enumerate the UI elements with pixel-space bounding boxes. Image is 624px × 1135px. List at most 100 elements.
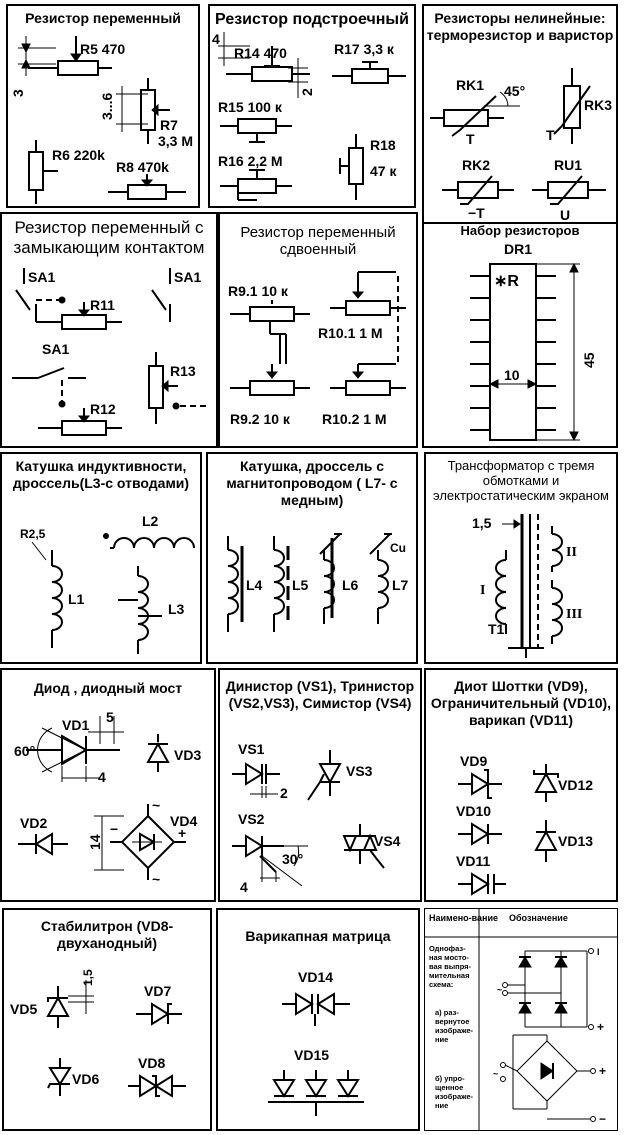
inductor-core-diagram: L4 L5 L6 Cu L7	[227, 533, 409, 632]
label-r17: R17 3,3 к	[334, 41, 395, 57]
label-vd3: VD3	[174, 747, 201, 763]
sign-plus: +	[178, 825, 186, 841]
panel-diode-bridge: Диод , диодный мост 60° VD1 5 4 VD3 VD2	[0, 668, 216, 902]
label-r14: R14 470	[234, 45, 287, 61]
label-r102: R10.2 1 М	[322, 411, 387, 427]
label-vd11: VD11	[456, 853, 490, 869]
dim-4: 4	[98, 769, 106, 785]
panel-schottky: Диот Шоттки (VD9), Ограничительный (VD10…	[424, 668, 618, 902]
mark-plus-2: +	[599, 1064, 606, 1078]
panel-title: Катушка, дроссель с магнитопроводом ( L7…	[226, 458, 398, 508]
pins-right	[536, 275, 556, 431]
panel-title: Резистор переменный с замыкающим контакт…	[2, 218, 216, 258]
label-r11: R11	[90, 297, 115, 313]
label-iii: III	[566, 607, 582, 622]
panel-transformer: Трансформатор с тремя обмотками и электр…	[424, 452, 618, 664]
label-r12: R12	[90, 401, 116, 417]
panel-title: Резисторы нелинейные: терморезистор и ва…	[426, 10, 614, 43]
dim-1-5: 1,5	[81, 969, 95, 986]
panel-title: Набор резисторов	[460, 223, 580, 238]
panel-title: Варикапная матрица	[245, 928, 391, 944]
dim-14: 14	[87, 834, 103, 850]
panel-inductor-core: Катушка, дроссель с магнитопроводом ( L7…	[206, 452, 418, 664]
label-vd14: VD14	[298, 969, 333, 985]
label-rk2: RK2	[462, 157, 490, 173]
svg-text:вая выпря-: вая выпря-	[429, 962, 472, 971]
dim-3: 3	[10, 89, 26, 97]
label-l3: L3	[168, 601, 185, 617]
trimmer-resistor-diagram: 4 2 R14 470 R17 3,3 к R15 100 к R16 2,2	[212, 31, 406, 201]
zener-diagram: VD5 1,5 VD7 VD6 VD8	[10, 969, 186, 1098]
panel-title: Резистор переменный сдвоенный	[240, 224, 396, 258]
label-r15: R15 100 к	[218, 99, 283, 115]
svg-text:схема:: схема:	[429, 980, 453, 989]
label-r18-value: 47 к	[370, 163, 397, 179]
varicap-matrix-diagram: VD14 VD15	[268, 969, 364, 1116]
panel-thyristors: Динистор (VS1), Тринистор (VS2,VS3), Сим…	[218, 668, 422, 902]
svg-text:ние: ние	[435, 1101, 448, 1110]
label-l6: L6	[342, 577, 359, 593]
label-vd5: VD5	[10, 1001, 37, 1017]
tilde-bottom: ~	[152, 871, 160, 887]
panel-dual-variable-resistor: Резистор переменный сдвоенный R9.1 10 к …	[218, 212, 418, 448]
mark-minus: −	[599, 1112, 606, 1126]
label-r25: R2,5	[20, 527, 46, 541]
inductor-diagram: R2,5 L1 L2 L3	[20, 513, 195, 654]
label-sa1-a: SA1	[28, 269, 55, 285]
panel-title: Диод , диодный мост	[33, 680, 183, 696]
label-l7: L7	[392, 577, 409, 593]
dim-1-5: 1,5	[472, 515, 492, 531]
panel-title: Диот Шоттки (VD9), Ограничительный (VD10…	[430, 678, 612, 728]
label-r8: R8 470k	[116, 159, 169, 175]
dim-2: 2	[299, 88, 315, 96]
bridge-simplified: ~ + −	[493, 1034, 606, 1126]
label-vd8: VD8	[138, 1055, 165, 1071]
panel-resistor-with-switch: Резистор переменный с замыкающим контакт…	[0, 212, 218, 448]
nonlinear-resistors-diagram: 45° RK1 T RK3 T RK2 −T RU1 U	[430, 68, 612, 223]
label-vd9: VD9	[460, 753, 487, 769]
resistor-array-diagram: DR1 ∗R 45 10	[470, 241, 597, 442]
label-sa1-c: SA1	[42, 341, 69, 357]
dim-3-6: 3...6	[99, 93, 115, 120]
svg-text:щенное: щенное	[435, 1083, 463, 1092]
sign-minus: −	[110, 821, 118, 837]
resistor-switch-diagram: SA1 R11 SA1 SA1 R12 R13	[12, 268, 210, 436]
panel-title: Катушка индуктивности, дроссель(L3-с отв…	[12, 458, 190, 491]
dim-10: 10	[504, 367, 520, 383]
label-r7: R7	[160, 117, 178, 133]
label-t1: T	[466, 131, 475, 147]
dim-4: 4	[212, 31, 220, 47]
label-r16: R16 2,2 М	[218, 153, 283, 169]
panel-title: Трансформатор с тремя обмотками и электр…	[432, 458, 609, 503]
angle-45: 45°	[504, 83, 525, 99]
mark-plus: +	[597, 1020, 604, 1034]
panel-resistor-array: Набор резисторов DR1 ∗R 45 10	[422, 222, 618, 448]
label-t3: T	[546, 127, 555, 143]
tilde: ~	[497, 985, 502, 995]
label-rk1: RK1	[456, 77, 484, 93]
svg-text:мительная: мительная	[429, 971, 469, 980]
label-vd15: VD15	[294, 1047, 329, 1063]
panel-title: Резистор подстроечный	[215, 11, 409, 28]
label-vs4: VS4	[374, 833, 401, 849]
diode-bridge-diagram: 60° VD1 5 4 VD3 VD2 14 ~ ~	[14, 709, 201, 887]
label-rk3: RK3	[584, 97, 612, 113]
panel-title: Резистор переменный	[25, 10, 181, 26]
thyristors-diagram: VS1 2 VS3 VS2 4 30°	[232, 741, 401, 895]
label-r13: R13	[170, 363, 196, 379]
panel-trimmer-resistor: Резистор подстроечный 4 2 R14 470 R17 3,…	[208, 4, 416, 208]
transformer-diagram: 1,5 I T1 II III	[472, 514, 582, 658]
label-r7-value: 3,3 М	[158, 133, 193, 149]
label-vs2: VS2	[238, 811, 265, 827]
label-r91: R9.1 10 к	[228, 283, 289, 299]
svg-text:Однофаз-: Однофаз-	[429, 944, 466, 953]
label-t1: T1	[488, 621, 505, 637]
mark-roman: I	[597, 947, 600, 957]
label-r5: R5 470	[80, 41, 125, 57]
panel-bridge-table: Наимено-вание Обозначение Однофаз- ная м…	[424, 908, 618, 1131]
label-i: I	[480, 583, 485, 598]
dim-5: 5	[106, 709, 114, 725]
tilde-2: ~	[493, 1069, 498, 1079]
label-minus-t: −T	[468, 205, 485, 221]
label-r101: R10.1 1 М	[318, 325, 383, 341]
